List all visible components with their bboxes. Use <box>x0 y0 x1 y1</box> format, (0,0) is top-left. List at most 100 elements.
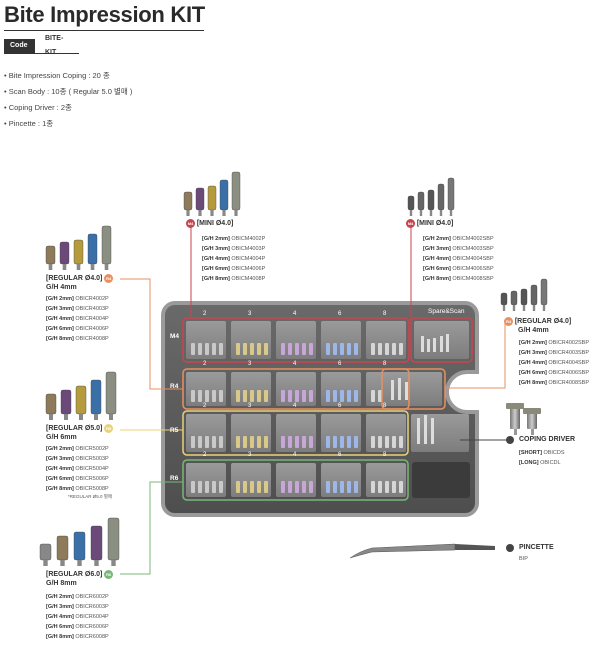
tray-part <box>385 481 389 493</box>
r5-row-outline <box>182 410 409 456</box>
r6-subtitle: G/H 8mm <box>46 579 77 587</box>
page-title: Bite Impression KIT <box>4 2 205 27</box>
row-label-r4: R4 <box>170 383 179 390</box>
tray-part <box>340 481 344 493</box>
tray-part <box>347 436 351 448</box>
empty-slot <box>412 462 470 498</box>
coping-part-post <box>222 210 226 216</box>
pincette-heading: PINCETTE <box>519 544 554 552</box>
tray-part <box>212 436 216 448</box>
tray-part <box>333 343 337 355</box>
tray-column-number: 2 <box>203 403 207 409</box>
tray-part <box>378 436 382 448</box>
coping-part <box>510 290 518 306</box>
list-item: [G/H 6mm] OBICR4006SBP <box>519 370 590 376</box>
coping-part <box>530 284 538 306</box>
tray-part <box>191 481 195 493</box>
coping-part <box>427 189 435 211</box>
coping-part <box>520 288 528 306</box>
row-label-r6: R6 <box>170 475 179 482</box>
list-item: Scan Body : 10종 ( Regular 5.0 별매 ) <box>4 84 133 100</box>
coping-part-post <box>62 264 67 270</box>
coping-part <box>207 185 217 211</box>
tray-column-number: 8 <box>383 311 387 317</box>
r4-scan-outline <box>381 368 446 410</box>
tray-column-number: 2 <box>203 361 207 367</box>
r6-heading: [REGULAR Ø6.0] R6 G/H 8mm <box>46 570 114 588</box>
tray-part <box>257 390 261 402</box>
coping-driver-heading: COPING DRIVER <box>519 436 575 444</box>
tray-part <box>264 436 268 448</box>
list-item: [G/H 6mm] OBICR6006P <box>46 624 109 630</box>
tray-part <box>219 343 223 355</box>
tray-part <box>333 481 337 493</box>
coping-part-post <box>409 210 413 216</box>
coping-part-post <box>532 305 536 311</box>
coping-part-post <box>210 210 214 216</box>
tray-part <box>295 390 299 402</box>
tray-part <box>371 343 375 355</box>
badge-r4: R4 <box>504 317 513 326</box>
coping-part <box>90 379 102 415</box>
tray-part <box>340 436 344 448</box>
tray-part <box>347 390 351 402</box>
coping-part-post <box>419 210 423 216</box>
mini-coping-codes: [G/H 2mm] OBICM4002P [G/H 3mm] OBICM4003… <box>202 234 265 284</box>
coping-part <box>56 535 69 561</box>
coping-part-post <box>449 210 453 216</box>
tray-part <box>347 343 351 355</box>
badge-r4: R4 <box>104 274 114 283</box>
r6-codes: [G/H 2mm] OBICR6002P [G/H 3mm] OBICR6003… <box>46 592 109 642</box>
tray-part <box>371 390 375 402</box>
list-item: [G/H 2mm] OBICR4002P <box>46 296 109 302</box>
coping-part-post <box>60 560 65 566</box>
coping-part <box>73 531 86 561</box>
tray-column-number: 6 <box>338 452 342 458</box>
tray-part <box>205 343 209 355</box>
list-item: Bite Impression Coping : 20 종 <box>4 68 132 84</box>
spare-scan-label: Spare&Scan <box>428 308 465 315</box>
coping-part <box>500 292 508 306</box>
r6-row-outline <box>182 459 409 501</box>
coping-part <box>437 183 445 211</box>
tray-part <box>354 390 358 402</box>
mini-scan-codes: [G/H 2mm] OBICM4002SBP [G/H 3mm] OBICM40… <box>423 234 494 284</box>
tray-part <box>288 436 292 448</box>
tray-column-number: 2 <box>203 311 207 317</box>
tray-part <box>295 481 299 493</box>
list-item: [G/H 2mm] OBICM4002P <box>202 236 266 242</box>
coping-part-post <box>64 414 68 420</box>
coping-part-post <box>439 210 443 216</box>
m4-scan-outline <box>410 317 473 363</box>
tray-part <box>347 481 351 493</box>
tray-part <box>340 390 344 402</box>
tray-part <box>378 390 382 402</box>
tray-part <box>354 343 358 355</box>
coping-part-post <box>43 560 48 566</box>
code-value: BITE-KIT <box>45 34 64 56</box>
tray-part <box>236 390 240 402</box>
list-item: [G/H 3mm] OBICR6003P <box>46 604 109 610</box>
tray-part <box>198 390 202 402</box>
coping-part-post <box>111 560 116 566</box>
list-item: [G/H 3mm] OBICM4003P <box>202 246 266 252</box>
tray-part <box>392 436 396 448</box>
tray-part <box>264 481 268 493</box>
tray-part <box>295 436 299 448</box>
pincette-dot <box>506 544 514 552</box>
coping-part <box>107 517 120 561</box>
coping-part <box>60 389 72 415</box>
coping-part <box>183 191 193 211</box>
tray-column-number: 6 <box>338 361 342 367</box>
list-item: [G/H 3mm] OBICR4003P <box>46 306 109 312</box>
coping-part-post <box>76 264 81 270</box>
coping-driver-title: COPING DRIVER <box>519 436 576 443</box>
mini-coping-heading: M4 [MINI Ø4.0] <box>186 219 233 229</box>
tray-part <box>264 390 268 402</box>
coping-part-post <box>79 414 83 420</box>
tray-part <box>219 436 223 448</box>
tray-part <box>243 343 247 355</box>
list-item: [G/H 2mm] OBICM4002SBP <box>423 236 494 242</box>
tray-part <box>219 481 223 493</box>
coping-part-post <box>502 305 506 311</box>
